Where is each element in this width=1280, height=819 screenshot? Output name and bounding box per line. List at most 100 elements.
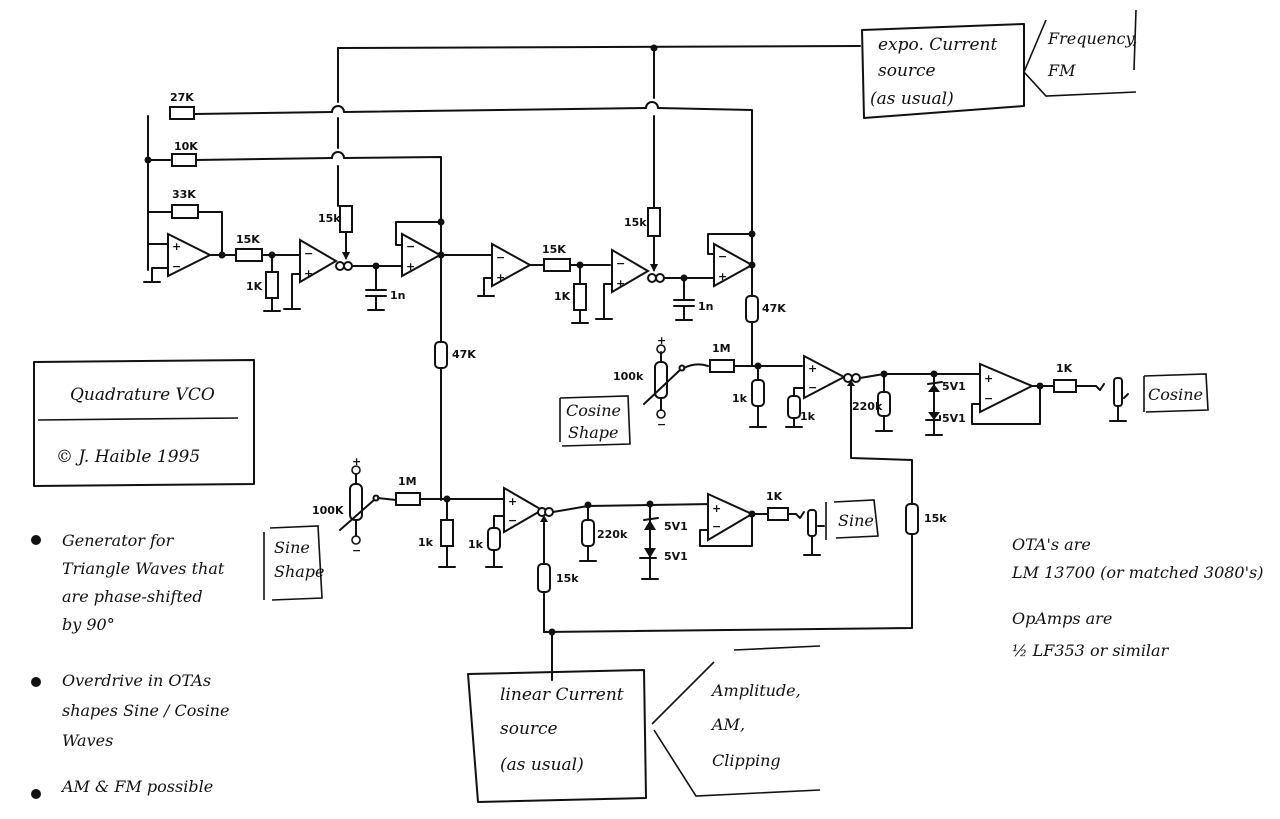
resistor-1k-cosine-ground: 1k xyxy=(732,365,767,428)
resistor-47k-left: 47K xyxy=(434,341,476,369)
svg-text:Cosine: Cosine xyxy=(566,401,621,420)
title-block: Quadrature VCO © J. Haible 1995 xyxy=(33,359,255,487)
svg-text:100k: 100k xyxy=(613,370,644,383)
svg-text:AM,: AM, xyxy=(710,715,745,734)
opamp-cosine-buffer: + − xyxy=(971,362,1055,425)
svg-text:OpAmps are: OpAmps are xyxy=(1012,609,1112,628)
svg-text:5V1: 5V1 xyxy=(942,412,966,425)
svg-text:AM & FM possible: AM & FM possible xyxy=(60,777,213,796)
svg-text:220k: 220k xyxy=(852,400,883,413)
svg-text:47K: 47K xyxy=(762,302,786,315)
linear-callout: Amplitude, AM, Clipping xyxy=(651,645,821,797)
feature-notes: Generator for Triangle Waves that are ph… xyxy=(31,531,229,799)
ota-sine: + − 1k xyxy=(468,486,713,568)
svg-text:−: − xyxy=(406,240,415,253)
svg-text:Sine: Sine xyxy=(838,511,874,530)
resistor-15k-stage1: 15K xyxy=(235,233,301,262)
resistor-15k-ota1-bias: 15k xyxy=(318,205,353,260)
svg-text:Amplitude,: Amplitude, xyxy=(710,681,801,700)
resistor-1k-sine-ground: 1k xyxy=(418,498,456,568)
svg-text:10K: 10K xyxy=(174,140,198,153)
svg-text:are phase-shifted: are phase-shifted xyxy=(62,587,203,606)
parts-notes: OTA's are LM 13700 (or matched 3080's) O… xyxy=(1011,535,1263,660)
svg-text:15k: 15k xyxy=(624,216,647,229)
svg-text:linear Current: linear Current xyxy=(500,685,624,705)
opamp-buffer-1: − + xyxy=(395,218,491,278)
zener-pair-cosine: 5V1 5V1 xyxy=(925,373,966,436)
svg-text:source: source xyxy=(878,61,936,81)
resistor-47k-right: 47K xyxy=(745,264,786,367)
svg-text:Shape: Shape xyxy=(568,423,619,442)
svg-text:27K: 27K xyxy=(170,91,194,104)
opamp-sine-buffer: + − xyxy=(699,492,769,547)
title-text: Quadrature VCO xyxy=(70,385,215,405)
resistor-27k: 27K xyxy=(169,91,195,120)
cosine-output-jack[interactable] xyxy=(1109,377,1129,422)
svg-text:−: − xyxy=(712,520,721,533)
svg-text:1n: 1n xyxy=(698,300,714,313)
svg-text:1k: 1k xyxy=(800,410,816,423)
svg-text:15K: 15K xyxy=(236,233,260,246)
svg-text:source: source xyxy=(500,719,558,739)
resistor-33k: 33K xyxy=(171,188,199,219)
resistor-15k-stage2: 15K xyxy=(542,243,611,272)
svg-text:−: − xyxy=(718,250,727,263)
resistor-1k-divider1: 1K xyxy=(246,254,281,312)
resistor-220k-sine: 220k xyxy=(579,504,628,562)
sine-trim-pot: 100K + − xyxy=(312,455,397,557)
cosine-output-label: Cosine xyxy=(1143,373,1209,413)
svg-text:by 90°: by 90° xyxy=(62,615,115,634)
svg-text:+: + xyxy=(496,271,505,284)
resistor-10k: 10K xyxy=(171,140,198,167)
svg-text:5V1: 5V1 xyxy=(664,520,688,533)
svg-text:−: − xyxy=(657,418,666,431)
svg-text:100K: 100K xyxy=(312,504,344,517)
svg-text:1K: 1K xyxy=(246,280,263,293)
svg-text:Sine: Sine xyxy=(274,538,310,557)
opamp-comparator: + − xyxy=(143,232,237,283)
svg-text:Cosine: Cosine xyxy=(1148,385,1203,404)
feedback-wiring xyxy=(144,101,753,501)
resistor-1m-cosine: 1M xyxy=(709,342,803,373)
svg-text:Shape: Shape xyxy=(274,562,325,581)
opamp-buffer-2: − + xyxy=(707,230,756,288)
cosine-shape-trim-label: Cosine Shape xyxy=(559,395,631,447)
svg-text:+: + xyxy=(616,277,625,290)
svg-text:Frequency,: Frequency, xyxy=(1047,29,1138,48)
cosine-trim-pot: 100k + − xyxy=(613,334,709,431)
svg-text:−: − xyxy=(808,381,817,394)
svg-text:15k: 15k xyxy=(556,572,579,585)
svg-text:+: + xyxy=(508,495,517,508)
expo-current-source-box: expo. Current source (as usual) xyxy=(861,23,1025,119)
ota-cosine: + − 1k xyxy=(785,354,1001,505)
svg-text:1k: 1k xyxy=(418,536,434,549)
svg-text:+: + xyxy=(808,362,817,375)
zener-pair-sine: 5V1 5V1 xyxy=(639,503,688,580)
sine-output-jack[interactable] xyxy=(803,509,825,556)
svg-text:1k: 1k xyxy=(732,392,748,405)
sine-shape-trim-label: Sine Shape xyxy=(263,525,325,601)
ota-1: − + xyxy=(283,238,401,310)
svg-text:Waves: Waves xyxy=(62,731,113,750)
resistor-1m-sine: 1M xyxy=(395,321,505,506)
resistor-15k-sine-bias: 15k xyxy=(537,563,579,633)
svg-text:1K: 1K xyxy=(766,490,783,503)
svg-text:Generator for: Generator for xyxy=(62,531,175,550)
svg-text:+: + xyxy=(352,455,361,468)
svg-text:shapes Sine / Cosine: shapes Sine / Cosine xyxy=(62,701,229,720)
svg-text:1K: 1K xyxy=(1056,362,1073,375)
resistor-1k-cosine-out: 1K xyxy=(1053,362,1105,393)
svg-text:FM: FM xyxy=(1047,61,1076,80)
ota-2: − + xyxy=(595,248,713,320)
svg-text:−: − xyxy=(352,544,361,557)
svg-text:220k: 220k xyxy=(597,528,628,541)
svg-text:47K: 47K xyxy=(452,348,476,361)
svg-text:−: − xyxy=(508,514,517,527)
resistor-1k-sine-out: 1K xyxy=(766,490,805,521)
resistor-1k-divider2: 1K xyxy=(554,264,589,324)
svg-text:−: − xyxy=(984,392,993,405)
capacitor-1n-1: 1n xyxy=(365,265,406,311)
svg-text:OTA's are: OTA's are xyxy=(1012,535,1091,554)
svg-text:5V1: 5V1 xyxy=(942,380,966,393)
